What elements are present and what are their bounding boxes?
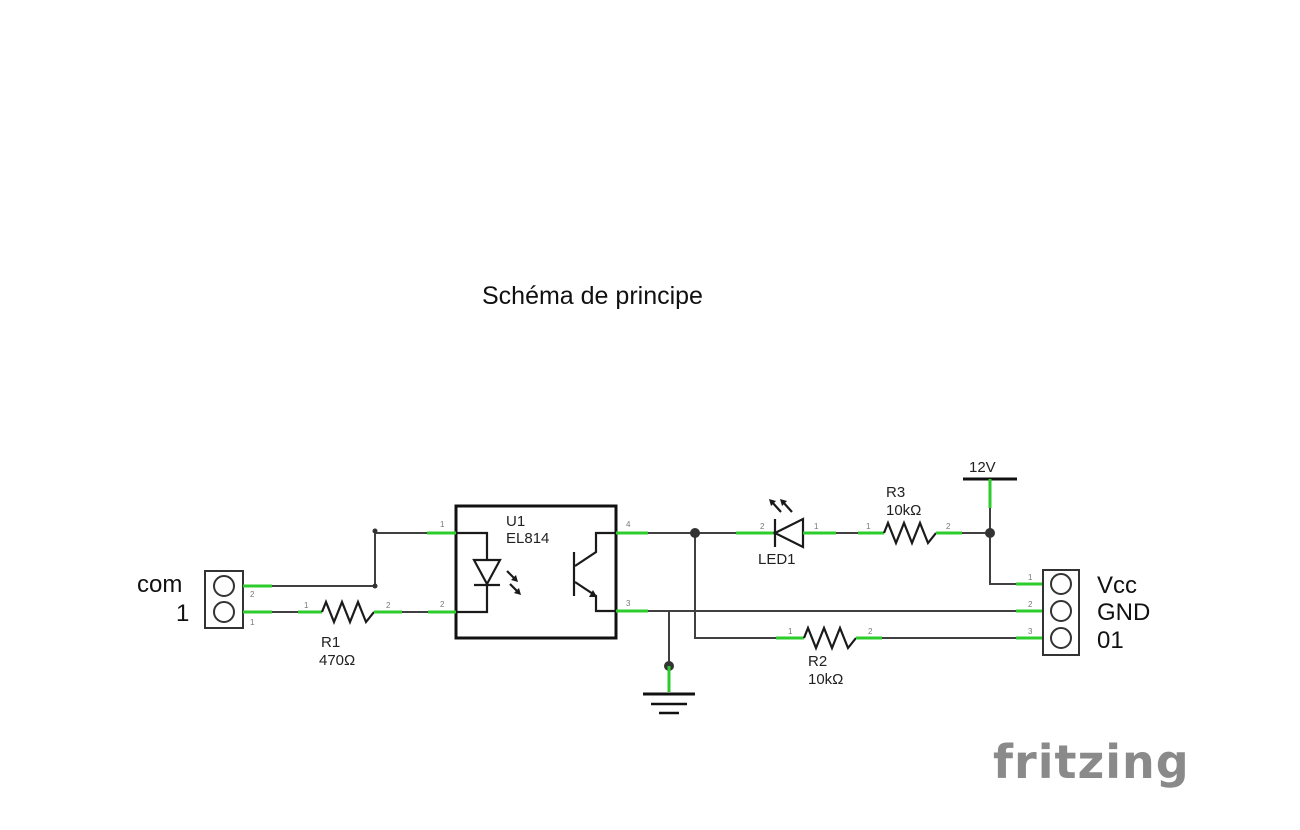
resistor-r1: 1 2 R1 470Ω	[298, 599, 402, 669]
svg-text:2: 2	[250, 590, 255, 599]
svg-text:1: 1	[814, 522, 819, 531]
ground-symbol	[643, 666, 695, 715]
svg-text:2: 2	[868, 627, 873, 636]
svg-text:1: 1	[1028, 573, 1033, 582]
left-connector-label-com: com	[137, 571, 182, 598]
right-connector-label-01: 01	[1097, 627, 1124, 654]
supply-12v: 12V	[963, 459, 1017, 508]
svg-text:1: 1	[250, 618, 255, 627]
left-connector: 2 1 com 1	[137, 570, 272, 629]
r3-value: 10kΩ	[886, 502, 921, 519]
resistor-r3: 1 2 R3 10kΩ	[858, 484, 962, 546]
svg-text:1: 1	[440, 520, 445, 529]
r3-ref: R3	[886, 484, 905, 501]
r2-value: 10kΩ	[808, 671, 843, 688]
svg-text:3: 3	[626, 599, 631, 608]
svg-text:2: 2	[946, 522, 951, 531]
svg-text:1: 1	[866, 522, 871, 531]
led1-ref: LED1	[758, 551, 796, 568]
svg-text:2: 2	[1028, 600, 1033, 609]
junction-dots	[372, 528, 995, 671]
svg-text:2: 2	[760, 522, 765, 531]
right-connector-label-gnd: GND	[1097, 599, 1150, 626]
r1-ref: R1	[321, 634, 340, 651]
supply-label: 12V	[969, 459, 996, 476]
left-connector-label-1: 1	[176, 600, 189, 627]
r2-ref: R2	[808, 653, 827, 670]
svg-text:2: 2	[440, 600, 445, 609]
svg-text:4: 4	[626, 520, 631, 529]
right-connector: 1 2 3 Vcc GND 01	[1016, 569, 1150, 656]
led-led1: 2 1 LED1	[736, 499, 836, 568]
svg-text:1: 1	[788, 627, 793, 636]
r1-value: 470Ω	[319, 652, 355, 669]
svg-text:2: 2	[386, 601, 391, 610]
resistor-r2: 1 2 R2 10kΩ	[776, 625, 882, 688]
svg-text:3: 3	[1028, 627, 1033, 636]
diagram-title: Schéma de principe	[482, 282, 703, 310]
fritzing-logo: fritzing	[993, 735, 1190, 789]
svg-text:1: 1	[304, 601, 309, 610]
optocoupler-u1: 1 2 4 3 U1 EL814	[427, 504, 648, 640]
u1-value: EL814	[506, 530, 549, 547]
u1-ref: U1	[506, 513, 525, 530]
right-connector-label-vcc: Vcc	[1097, 572, 1137, 599]
